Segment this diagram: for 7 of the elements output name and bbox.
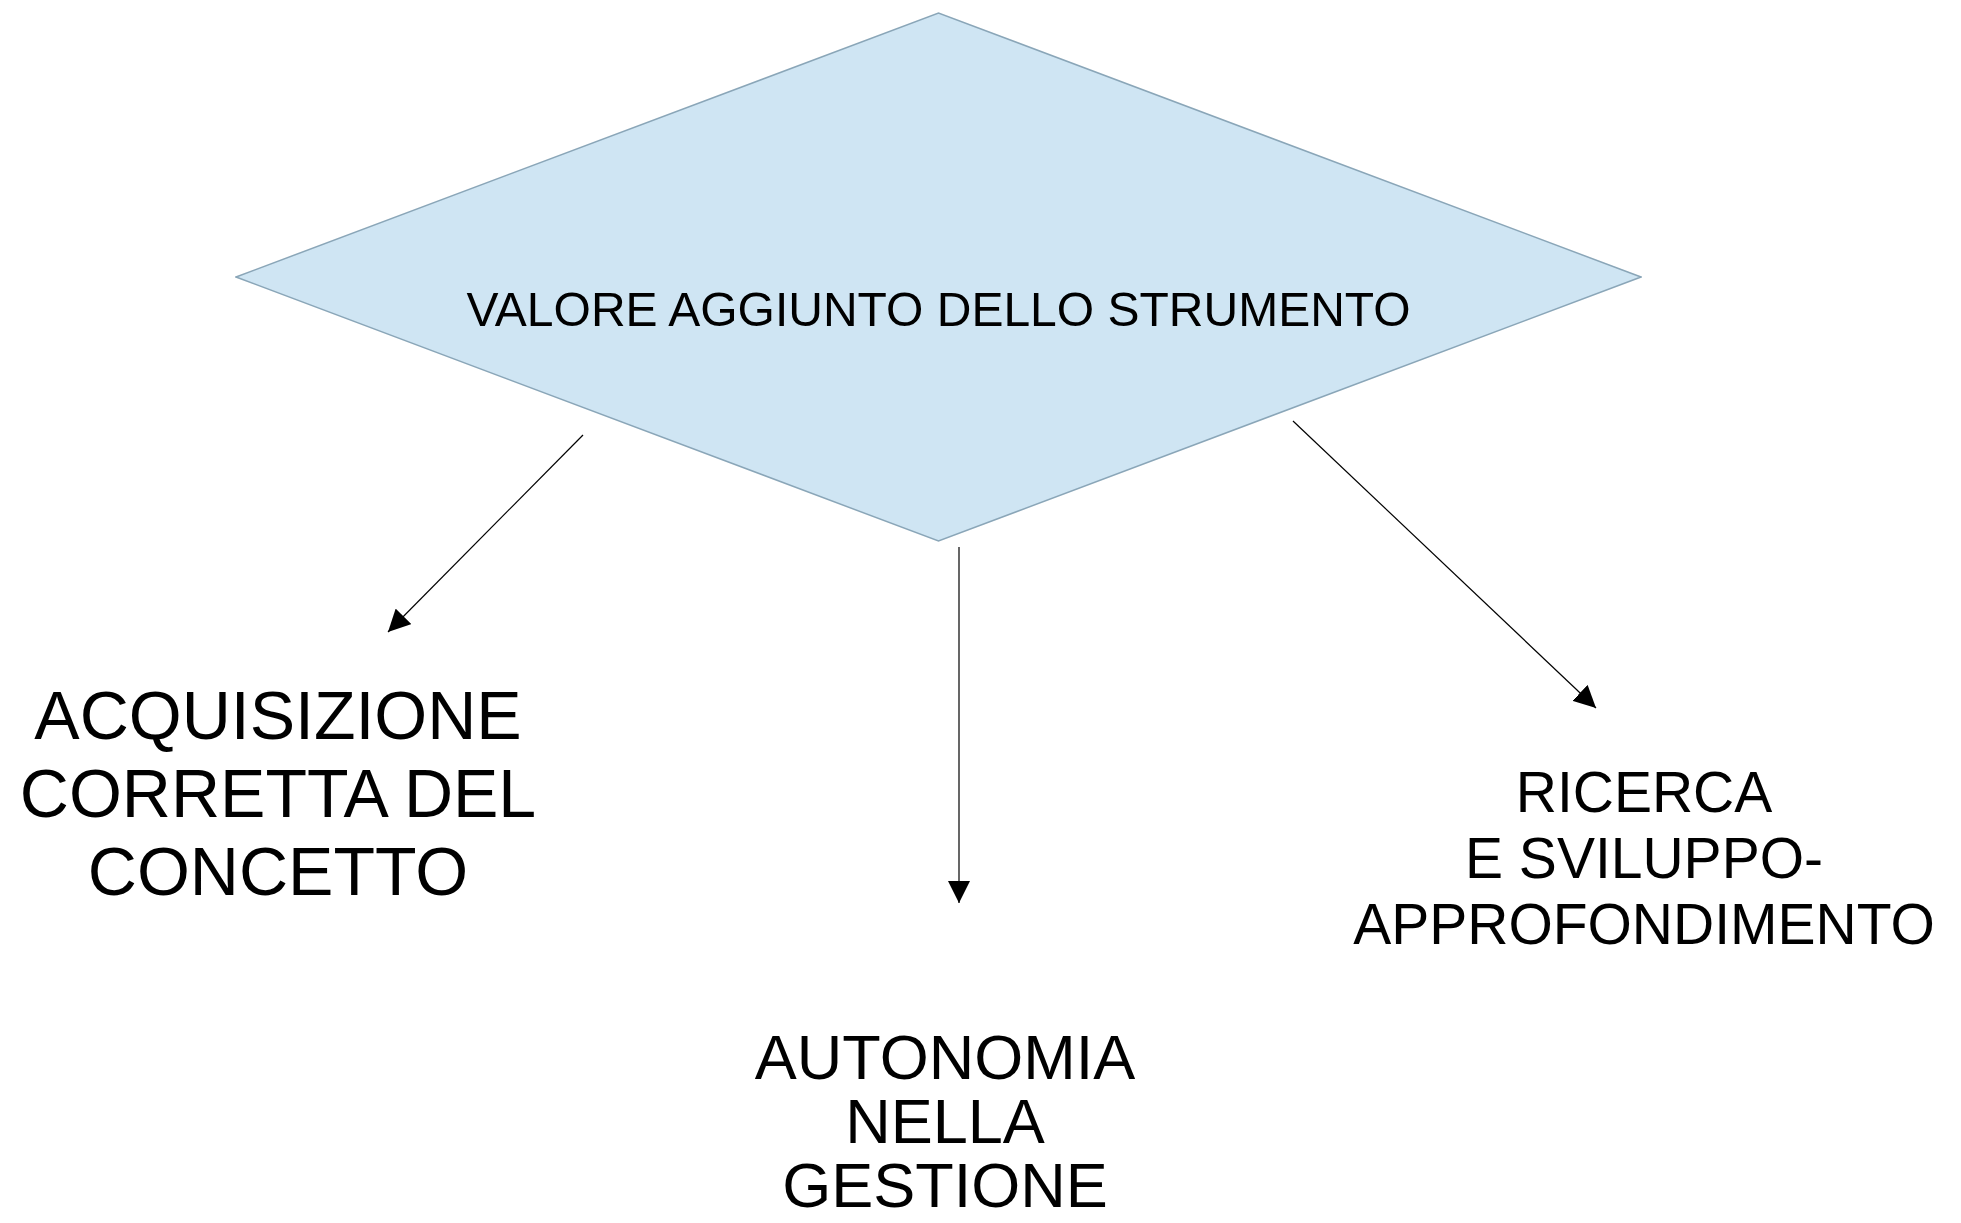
concept-label: AUTONOMIA NELLA GESTIONE (665, 1025, 1225, 1217)
arrow (1292, 420, 1597, 709)
concept-label: ACQUISIZIONE CORRETTA DEL CONCETTO (0, 676, 556, 910)
arrow (387, 434, 584, 633)
arrow (948, 546, 970, 904)
concept-label: RICERCA E SVILUPPO- APPROFONDIMENTO (1330, 759, 1958, 957)
diamond-label: VALORE AGGIUNTO DELLO STRUMENTO (465, 282, 1412, 338)
